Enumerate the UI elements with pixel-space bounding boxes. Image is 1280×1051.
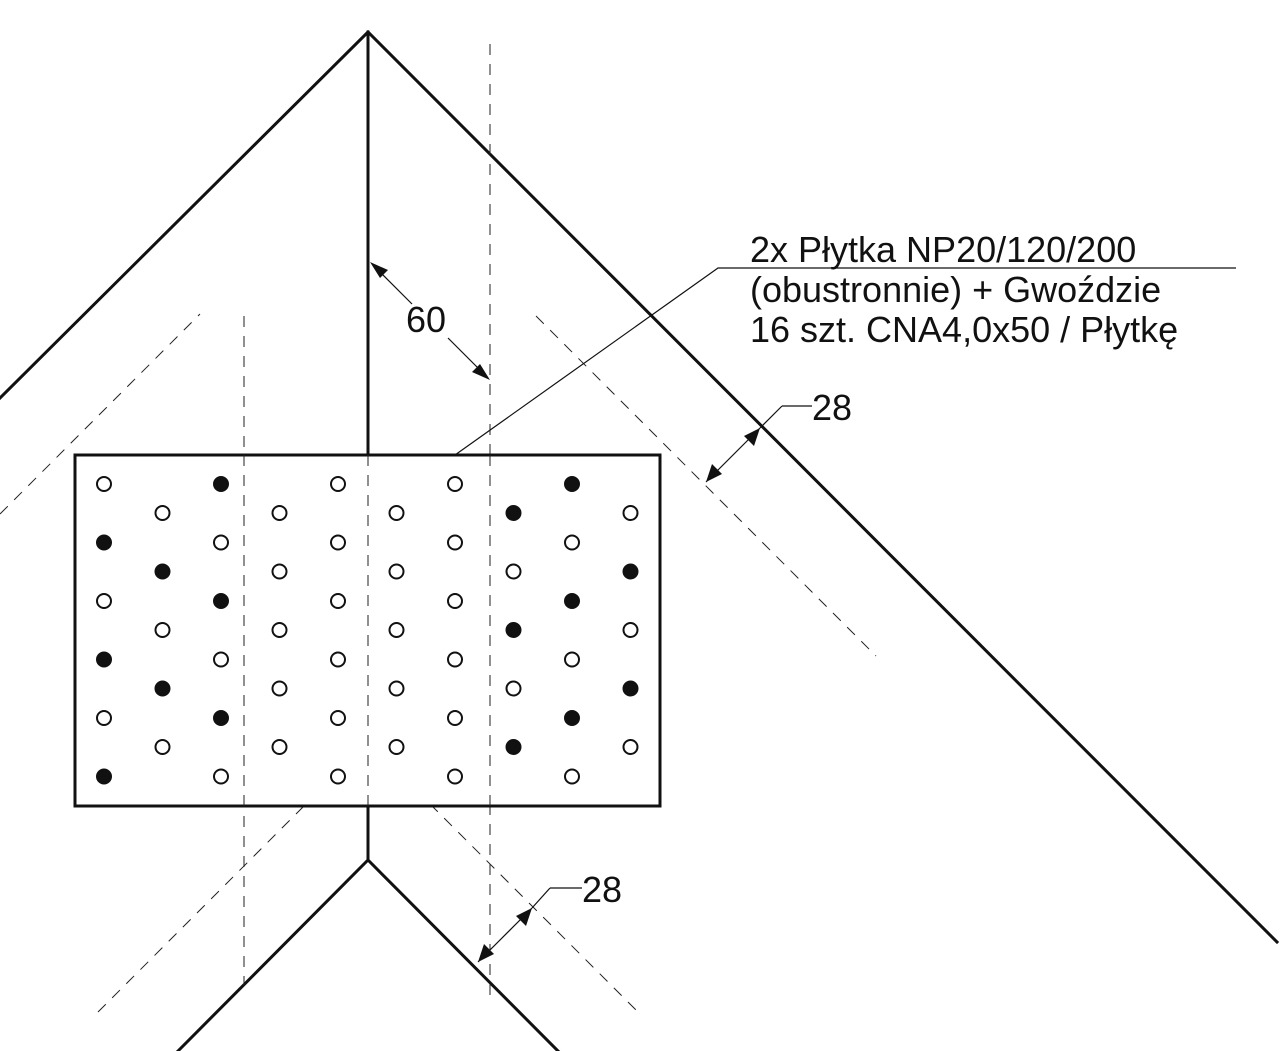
note-line-2: (obustronnie) + Gwoździe	[750, 269, 1161, 310]
dimension-gap-label: 60	[406, 299, 446, 340]
nail-hole-empty	[271, 505, 288, 521]
nail-hole-empty	[154, 622, 171, 638]
nail-hole-empty	[622, 505, 639, 521]
nail-hole-filled	[154, 680, 171, 697]
dimension-edge-bottom: 28	[477, 869, 622, 963]
nail-hole-empty	[447, 534, 463, 551]
nail-hole-empty	[271, 739, 288, 755]
nail-hole-filled	[622, 680, 639, 697]
nail-hole-empty	[447, 651, 463, 668]
nail-hole-empty	[96, 593, 112, 609]
nail-hole-empty	[330, 710, 346, 726]
nail-hole-empty	[447, 710, 463, 726]
nail-hole-empty	[330, 768, 346, 785]
nail-hole-empty	[154, 739, 171, 755]
nail-hole-empty	[96, 710, 112, 726]
nail-hole-empty	[505, 680, 522, 697]
nail-hole-filled	[564, 593, 580, 609]
nail-hole-filled	[622, 563, 639, 580]
nail-hole-filled	[505, 739, 522, 755]
nail-hole-filled	[505, 505, 522, 521]
nail-hole-empty	[330, 651, 346, 668]
nail-hole-empty	[388, 680, 405, 697]
nail-hole-empty	[330, 593, 346, 609]
nail-hole-empty	[213, 651, 229, 668]
dimension-edge-top: 28	[705, 387, 852, 483]
nail-holes	[96, 476, 639, 785]
nail-hole-empty	[388, 739, 405, 755]
nail-hole-filled	[96, 534, 112, 551]
nail-hole-empty	[213, 768, 229, 785]
note-line-3: 16 szt. CNA4,0x50 / Płytkę	[750, 309, 1178, 350]
nail-hole-empty	[96, 476, 112, 492]
nail-hole-filled	[564, 476, 580, 492]
nail-hole-empty	[388, 563, 405, 580]
nail-hole-empty	[388, 622, 405, 638]
dimension-edge-bottom-label: 28	[582, 869, 622, 910]
dimension-gap: 60	[370, 262, 490, 380]
nail-hole-empty	[564, 768, 580, 785]
nail-hole-empty	[447, 768, 463, 785]
rafter-bottom-edge	[175, 857, 561, 1051]
nail-hole-empty	[505, 563, 522, 580]
nail-hole-empty	[622, 622, 639, 638]
nail-hole-filled	[96, 651, 112, 668]
nail-hole-empty	[622, 739, 639, 755]
nail-hole-filled	[505, 622, 522, 638]
nail-hole-filled	[96, 768, 112, 785]
nail-hole-empty	[330, 476, 346, 492]
nail-hole-empty	[388, 505, 405, 521]
nail-line-right-top	[535, 315, 877, 657]
nail-hole-empty	[271, 563, 288, 580]
nail-line-left-bottom	[97, 803, 307, 1013]
nail-hole-filled	[213, 476, 229, 492]
note-line-1: 2x Płytka NP20/120/200	[750, 229, 1136, 270]
nail-hole-empty	[447, 476, 463, 492]
nail-hole-empty	[271, 622, 288, 638]
nail-hole-empty	[213, 534, 229, 551]
note-leader-line	[454, 267, 1236, 456]
nail-hole-empty	[564, 534, 580, 551]
nail-hole-filled	[564, 710, 580, 726]
nail-hole-empty	[330, 534, 346, 551]
nail-hole-filled	[213, 593, 229, 609]
nail-line-left-top	[0, 313, 201, 515]
nail-hole-empty	[564, 651, 580, 668]
nail-hole-filled	[154, 563, 171, 580]
nail-hole-empty	[271, 680, 288, 697]
nail-hole-empty	[154, 505, 171, 521]
nail-hole-filled	[213, 710, 229, 726]
nail-hole-empty	[447, 593, 463, 609]
dimension-edge-top-label: 28	[812, 387, 852, 428]
nail-plate	[73, 453, 662, 808]
